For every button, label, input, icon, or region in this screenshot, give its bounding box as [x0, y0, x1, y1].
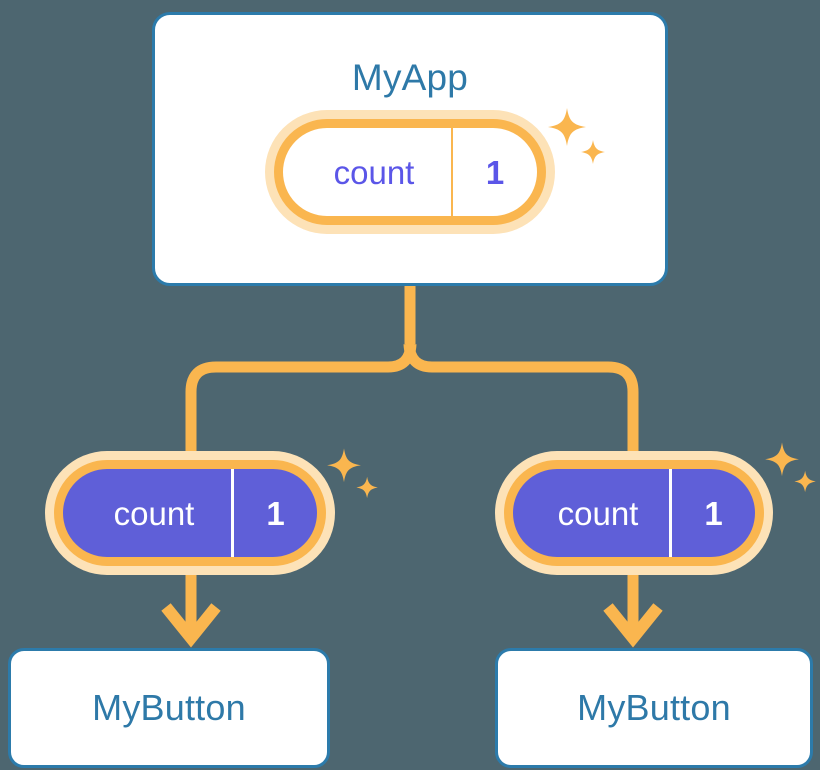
state-pill-body: count 1 — [504, 460, 764, 566]
state-pill-myapp[interactable]: count 1 — [265, 110, 555, 234]
state-pill-key: count — [333, 153, 415, 191]
component-title-mybutton-left: MyButton — [92, 687, 246, 728]
state-pill-value: 1 — [451, 128, 537, 216]
arrow-down-icon-right — [603, 575, 663, 648]
component-title-mybutton-right: MyButton — [577, 687, 731, 728]
state-pill-body: count 1 — [54, 460, 326, 566]
connector-branch-left — [185, 343, 417, 455]
component-card-mybutton-right[interactable]: MyButton — [495, 648, 813, 768]
connector-branch-right — [403, 343, 639, 455]
state-pill-value: 1 — [669, 469, 755, 557]
state-pill-key: count — [113, 494, 195, 532]
arrow-down-icon-left — [161, 575, 221, 648]
component-card-mybutton-left[interactable]: MyButton — [8, 648, 330, 768]
state-pill-mybutton-right[interactable]: count 1 — [495, 451, 773, 575]
state-pill-mybutton-left[interactable]: count 1 — [45, 451, 335, 575]
state-pill-value: 1 — [231, 469, 317, 557]
state-pill-key: count — [557, 494, 639, 532]
state-pill-body: count 1 — [274, 119, 546, 225]
component-title-myapp: MyApp — [351, 57, 469, 98]
